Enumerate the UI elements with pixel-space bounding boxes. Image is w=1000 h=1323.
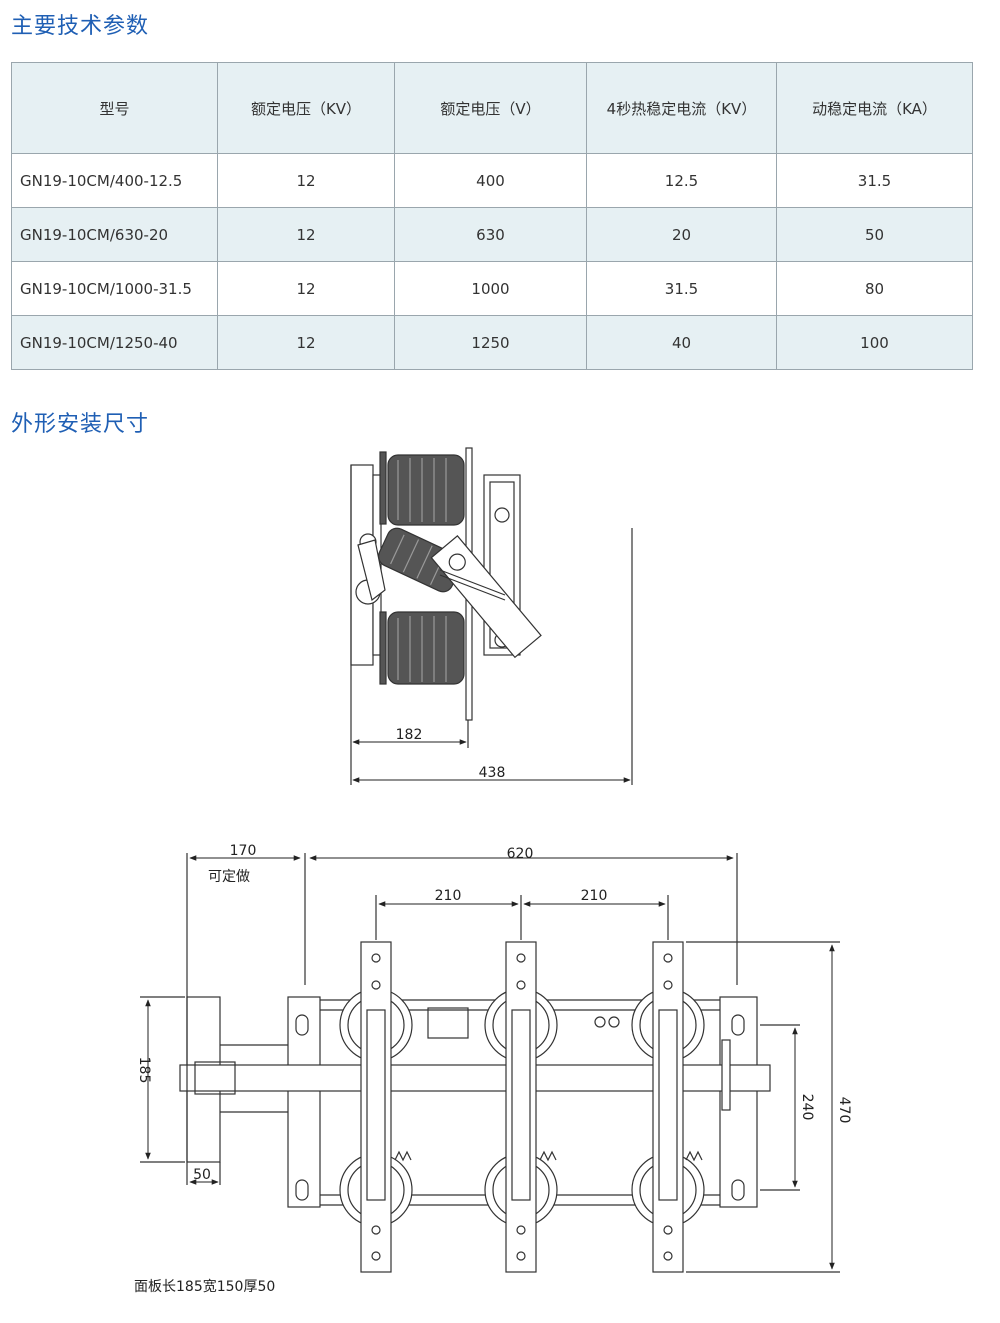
dim-185-label: 185 xyxy=(136,1057,152,1084)
table-cell: 630 xyxy=(394,207,587,262)
dim-620-label: 620 xyxy=(507,846,534,862)
dim-470-label: 470 xyxy=(836,1097,852,1124)
dim-182-label: 182 xyxy=(396,727,423,743)
upper-insulator xyxy=(387,454,465,526)
table-cell: 50 xyxy=(776,207,973,262)
pole-1 xyxy=(339,941,413,1273)
table-cell: GN19-10CM/630-20 xyxy=(11,207,218,262)
pole-2 xyxy=(484,941,558,1273)
dim-240-label: 240 xyxy=(799,1094,815,1121)
table-cell: 100 xyxy=(776,315,973,370)
table-row: GN19-10CM/1000-31.5 12 1000 31.5 80 xyxy=(11,261,973,316)
table-cell: 1000 xyxy=(394,261,587,316)
table-cell: 400 xyxy=(394,153,587,208)
table-cell: 12.5 xyxy=(586,153,777,208)
table-row: GN19-10CM/1250-40 12 1250 40 100 xyxy=(11,315,973,370)
header-rated-voltage-kv: 额定电压（KV） xyxy=(217,62,395,154)
table-row: GN19-10CM/630-20 12 630 20 50 xyxy=(11,207,973,262)
table-cell: 20 xyxy=(586,207,777,262)
dim-210b-label: 210 xyxy=(581,888,608,904)
table-cell: 12 xyxy=(217,315,395,370)
dim-170-label: 170 xyxy=(230,843,257,859)
lower-insulator xyxy=(387,611,465,685)
dim-210a-label: 210 xyxy=(435,888,462,904)
front-view-drawing xyxy=(140,853,840,1273)
side-view-dimensions xyxy=(352,739,631,783)
header-model: 型号 xyxy=(11,62,218,154)
table-cell: 12 xyxy=(217,207,395,262)
dim-438-label: 438 xyxy=(479,765,506,781)
table-header-row: 型号 额定电压（KV） 额定电压（V） 4秒热稳定电流（KV） 动稳定电流（KA… xyxy=(11,62,973,154)
table-cell: 40 xyxy=(586,315,777,370)
panel-note: 面板长185宽150厚50 xyxy=(134,1279,276,1295)
front-view-dimensions xyxy=(145,855,835,1270)
header-thermal-current: 4秒热稳定电流（KV） xyxy=(586,62,777,154)
table-cell: 12 xyxy=(217,261,395,316)
header-dynamic-current: 动稳定电流（KA） xyxy=(776,62,973,154)
custom-note: 可定做 xyxy=(208,869,250,885)
table-cell: 12 xyxy=(217,153,395,208)
dim-50-label: 50 xyxy=(193,1167,211,1183)
table-cell: 1250 xyxy=(394,315,587,370)
table-cell: 31.5 xyxy=(776,153,973,208)
table-cell: GN19-10CM/1250-40 xyxy=(11,315,218,370)
spec-section-title: 主要技术参数 xyxy=(11,14,150,39)
header-rated-voltage-v: 额定电压（V） xyxy=(394,62,587,154)
table-cell: GN19-10CM/400-12.5 xyxy=(11,153,218,208)
pole-3 xyxy=(631,941,705,1273)
table-row: GN19-10CM/400-12.5 12 400 12.5 31.5 xyxy=(11,153,973,208)
install-section-title: 外形安装尺寸 xyxy=(11,412,150,437)
spec-table: 型号 额定电压（KV） 额定电压（V） 4秒热稳定电流（KV） 动稳定电流（KA… xyxy=(11,62,973,370)
side-view-drawing xyxy=(350,447,633,785)
